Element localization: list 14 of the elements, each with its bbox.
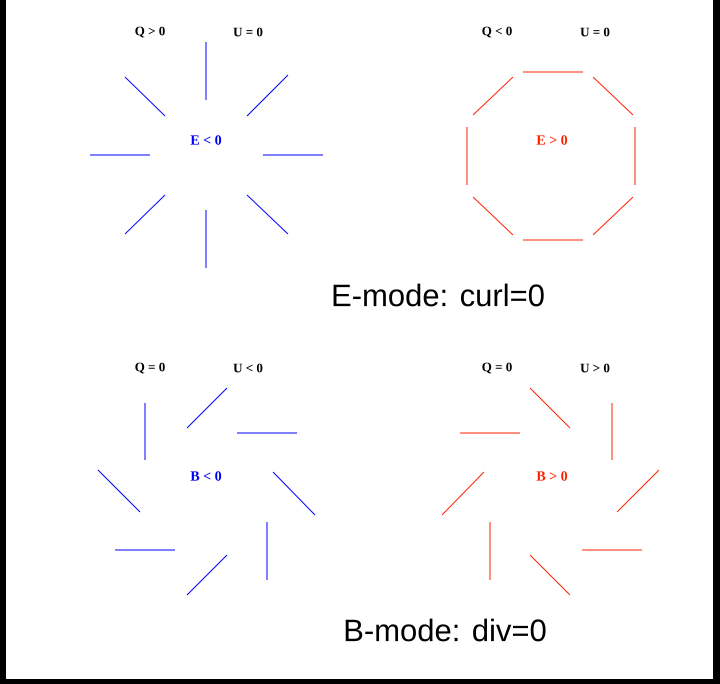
- mode-label: B > 0: [536, 471, 568, 481]
- parameter-label: U = 0: [233, 28, 262, 36]
- caption-text: B-mode: div=0: [346, 618, 546, 642]
- parameter-label: Q > 0: [135, 26, 165, 38]
- parameter-label: U > 0: [580, 364, 610, 372]
- parameter-label: Q = 0: [482, 362, 512, 374]
- parameter-label: Q = 0: [135, 362, 165, 374]
- mode-label: E > 0: [536, 135, 568, 145]
- parameter-label: Q < 0: [482, 26, 512, 38]
- mode-label: B < 0: [190, 471, 222, 481]
- mode-label: E < 0: [190, 135, 222, 145]
- parameter-label: U = 0: [580, 28, 610, 36]
- caption-text: E-mode: curl=0: [334, 284, 544, 306]
- parameter-label: U < 0: [233, 364, 262, 372]
